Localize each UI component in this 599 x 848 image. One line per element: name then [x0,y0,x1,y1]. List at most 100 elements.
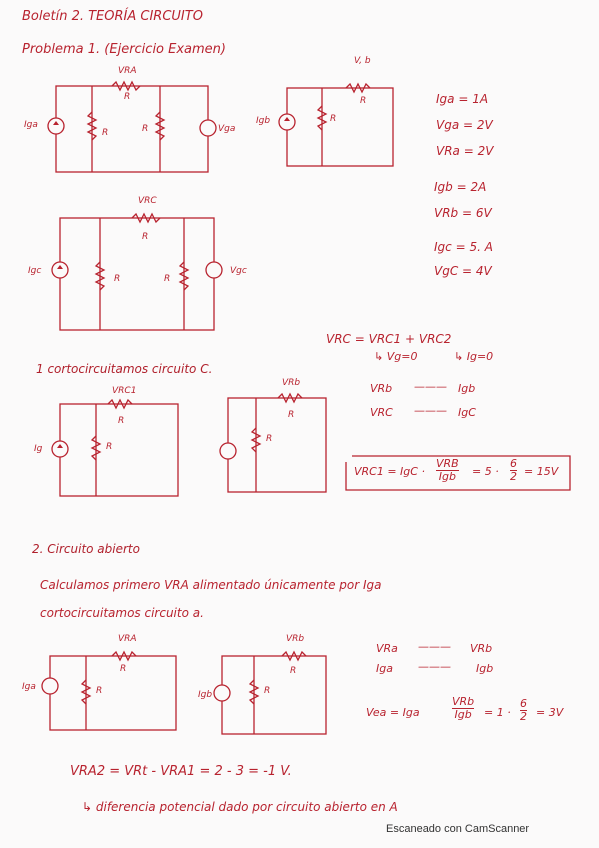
step2-circuit-left-wire [49,655,177,731]
arrow-up-icon [53,121,59,125]
label-r: R [118,416,125,426]
step2-vea-result: = 3V [536,706,564,719]
circuit-c-current-source-icon [51,261,69,279]
label-r: R [142,124,149,134]
page-header: Boletín 2. TEORÍA CIRCUITO [22,9,203,24]
step2-rel2-right: Igb [476,662,494,675]
step2-vea-mid: = 1 · [484,706,511,719]
label-r: R [106,442,113,452]
label-igb: Igb [198,690,213,700]
label-r: R [288,410,295,420]
step1-right-source-icon [219,442,237,460]
step2-rel1-dash: ——— [418,640,451,653]
step2-line2: cortocircuitamos circuito a. [40,606,204,620]
step1-answer-box [345,455,571,491]
step1-rel2-dash: ——— [414,404,447,417]
step1-circuit-right-wire [227,397,327,493]
label-vga: Vga [218,124,236,134]
label-ig: Ig [34,444,43,454]
label-r: R [124,92,131,102]
step1-rel1-dash: ——— [414,380,447,393]
step2-result-equation: VRA2 = VRt - VRA1 = 2 - 3 = -1 V. [70,764,292,779]
step2-vea-fraction-2: 6 2 [520,698,527,723]
step1-title: 1 cortocircuitamos circuito C. [36,362,213,376]
circuit-a-current-source-icon [47,117,65,135]
fraction-bar [436,470,459,471]
step2-vea-fraction: VRb Igb [452,695,475,721]
value-igc: Igc = 5. A [434,240,493,254]
step1-rel1-left: VRb [370,382,393,395]
label-r: R [330,114,337,124]
label-vrc1: VRC1 [112,386,137,396]
step2-title: 2. Circuito abierto [32,542,140,556]
label-r: R [290,666,297,676]
circuit-c-wire [59,217,215,331]
step2-vea-numerator: VRb [452,695,475,708]
scanner-watermark: Escaneado con CamScanner [386,823,530,835]
fraction-bar [452,708,475,709]
superposition-note-2: ↳ Ig=0 [454,350,494,363]
label-r: R [360,96,367,106]
label-vrb: VRb [282,378,301,388]
value-vra: VRa = 2V [436,144,494,158]
step1-rel1-right: Igb [458,382,476,395]
label-vgc: Vgc [230,266,247,276]
label-r: R [120,664,127,674]
step2-rel1-right: VRb [470,642,493,655]
fraction-bar [520,710,527,711]
value-vrb: VRb = 6V [434,206,492,220]
step2-circuit-right-wire [221,655,327,735]
label-r: R [96,686,103,696]
step1-box-numerator-2: 6 [510,457,517,470]
step2-right-source-icon [213,684,231,702]
label-vrb: VRb [286,634,305,644]
label-vrb: V, b [354,56,371,66]
arrow-up-icon [57,265,63,269]
circuit-b-current-source-icon [278,113,296,131]
label-r: R [102,128,109,138]
label-r: R [142,232,149,242]
superposition-note-1: ↳ Vg=0 [374,350,418,363]
value-vgc: VgC = 4V [434,264,492,278]
label-r: R [114,274,121,284]
problem-title: Problema 1. (Ejercicio Examen) [22,42,226,57]
step1-current-source-icon [51,440,69,458]
circuit-a-voltage-source-icon [199,119,217,137]
step2-current-source-icon [41,677,59,695]
step1-rel2-right: IgC [458,406,476,419]
step1-box-denominator: Igb [438,470,456,483]
step2-vea-numerator-2: 6 [520,697,527,710]
step1-box-result: = 15V [524,465,559,478]
arrow-up-icon [284,117,290,121]
label-r: R [164,274,171,284]
arrow-up-icon [57,444,63,448]
step1-box-fraction: VRB Igb [436,458,459,483]
label-vrc: VRC [138,196,157,206]
circuit-a-wire [55,85,209,173]
label-igb: Igb [256,116,271,126]
step1-box-lhs: VRC1 = IgC · [354,465,425,478]
value-iga: Iga = 1A [436,92,489,106]
step2-vea-denominator-2: 2 [520,710,527,723]
step1-box-fraction-2: 6 2 [510,458,517,483]
step1-box-rhs: = 5 · [472,465,499,478]
value-vga: Vga = 2V [436,118,493,132]
label-r: R [266,434,273,444]
step2-vea-denominator: Igb [454,708,472,721]
step1-rel2-left: VRC [370,406,393,419]
label-iga: Iga [24,120,38,130]
step2-rel1-left: VRa [376,642,398,655]
step2-line1: Calculamos primero VRA alimentado únicam… [40,578,382,592]
fraction-bar [510,470,517,471]
step2-rel2-left: Iga [376,662,393,675]
value-igb: Igb = 2A [434,180,487,194]
label-iga: Iga [22,682,36,692]
step1-box-denominator-2: 2 [510,470,517,483]
circuit-c-voltage-source-icon [205,261,223,279]
step2-rel2-dash: ——— [418,660,451,673]
label-vra: VRA [118,634,137,644]
label-r: R [264,686,271,696]
label-vra: VRA [118,66,137,76]
